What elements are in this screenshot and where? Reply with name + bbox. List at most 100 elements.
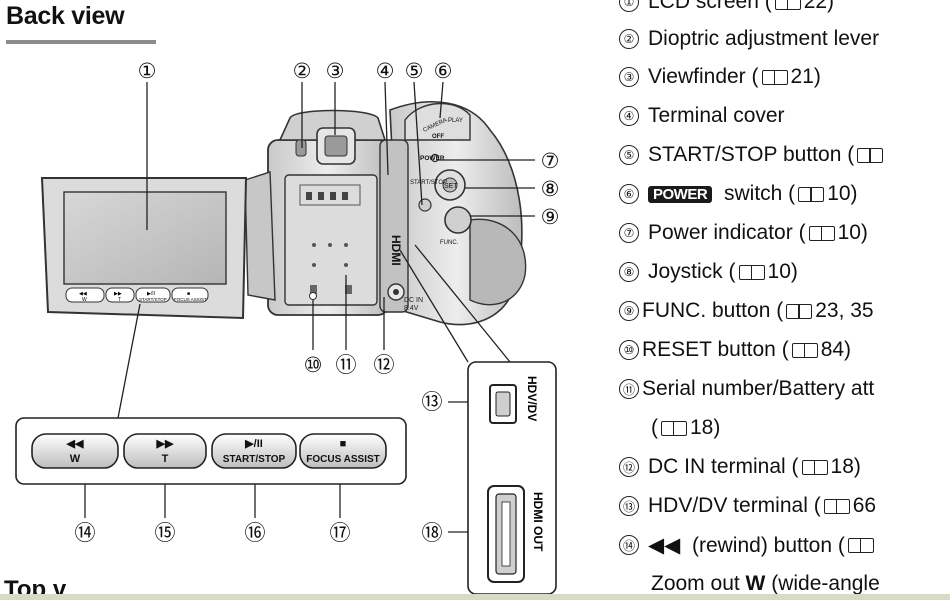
book-icon — [786, 303, 813, 319]
legend-text: Dioptric adjustment lever — [648, 27, 880, 50]
legend-text: Power indicator ( — [648, 221, 806, 244]
power-text: POWER — [420, 155, 445, 162]
legend-item-5: ⑤ START/STOP button ( — [619, 137, 886, 173]
legend-num: ⑥ — [619, 184, 639, 204]
hdmi-logo-text: HDMI — [389, 235, 403, 266]
zoom-w-symbol: ◀◀ — [66, 438, 84, 450]
legend-num: ⑭ — [619, 535, 639, 555]
lcd-focus-symbol: ■ — [187, 291, 190, 297]
callout-18: ⑱ — [422, 522, 443, 545]
callout-7: ⑦ — [541, 150, 560, 173]
callout-14: ⑭ — [75, 522, 96, 545]
lcd-startstop-symbol: ▶/II — [147, 291, 155, 297]
legend-item-7: ⑦ Power indicator ( 10) — [619, 215, 868, 251]
port-connector — [399, 244, 511, 363]
legend-text: switch ( — [718, 182, 796, 205]
legend-page: 18) — [690, 416, 721, 439]
book-icon — [661, 420, 687, 436]
callout-12: ⑫ — [374, 354, 395, 377]
off-mode-text: OFF — [432, 134, 444, 140]
book-icon — [808, 225, 835, 241]
legend-list: ① LCD screen (22) ② Dioptric adjustment … — [608, 0, 950, 600]
zoom-startstop-symbol: ▶/II — [244, 438, 263, 450]
callout-11: ⑪ — [336, 354, 357, 377]
legend-num: ⑬ — [619, 496, 639, 516]
callout-6: ⑥ — [434, 60, 453, 83]
next-section-heading: Top v — [4, 580, 74, 594]
legend-text: DC IN terminal ( — [648, 455, 799, 478]
legend-text: START/STOP button ( — [648, 143, 855, 166]
legend-num: ⑦ — [619, 223, 639, 243]
zoom-startstop-label: START/STOP — [223, 454, 286, 465]
zoom-t-symbol: ▶▶ — [156, 438, 174, 450]
legend-text: Joystick ( — [648, 260, 736, 283]
legend-num: ⑨ — [619, 301, 639, 321]
lcd-mini-buttons: ◀◀ W ▶▶ T ▶/II START/STOP ■ FOCUS ASSIST — [65, 287, 209, 303]
legend-item-14: ⑭ ◀◀ (rewind) button ( — [619, 527, 877, 563]
zoom-button-panel: ◀◀ W ▶▶ T ▶/II START/STOP ■ FOCUS ASSIST — [15, 417, 407, 485]
legend-text: FUNC. button ( — [642, 299, 784, 322]
set-text: SET — [444, 183, 458, 190]
legend-num: ⑧ — [619, 262, 639, 282]
legend-item-12: ⑫ DC IN terminal (18) — [619, 449, 861, 485]
legend-text: Zoom out — [651, 572, 746, 595]
legend-bold: W — [745, 572, 766, 595]
legend-text: HDV/DV terminal ( — [648, 494, 821, 517]
callout-16: ⑯ — [245, 522, 266, 545]
legend-num: ⑩ — [619, 340, 639, 360]
callout-10: ⑩ — [304, 354, 323, 377]
legend-tail: (wide-angle — [765, 572, 880, 595]
legend-item-8: ⑧ Joystick ( 10) — [619, 254, 798, 290]
legend-text: LCD screen ( — [648, 0, 772, 13]
zoom-t-label: T — [162, 453, 169, 465]
hdmi-out-port-label: HDMI OUT — [531, 492, 545, 552]
dc-in-text: DC IN — [404, 297, 423, 304]
legend-item-1: ① LCD screen (22) — [619, 0, 834, 20]
legend-item-13: ⑬ HDV/DV terminal ( 66 — [619, 488, 876, 524]
legend-num: ⑫ — [619, 457, 639, 477]
book-icon — [847, 537, 874, 553]
legend-text: Viewfinder ( — [648, 65, 759, 88]
legend-text: Terminal cover — [648, 104, 785, 127]
legend-item-2: ② Dioptric adjustment lever — [619, 21, 879, 57]
callout-numbers: ① ② ③ ④ ⑤ ⑥ ⑦ ⑧ ⑨ ⑩ ⑪ ⑫ ⑬ ⑭ ⑮ ⑯ ⑰ ⑱ — [75, 60, 560, 545]
legend-page: 10) — [767, 260, 798, 283]
legend-page: 10) — [837, 221, 868, 244]
legend-text: ( — [651, 416, 658, 439]
book-icon — [738, 264, 765, 280]
legend-item-11: ⑪ Serial number/Battery att — [619, 371, 874, 407]
book-icon — [774, 0, 801, 10]
legend-item-10: ⑩ RESET button (84) — [619, 332, 851, 368]
callout-9: ⑨ — [541, 206, 560, 229]
callout-3: ③ — [326, 60, 345, 83]
book-icon — [801, 459, 828, 475]
legend-num: ④ — [619, 106, 639, 126]
book-icon — [857, 147, 884, 163]
zoom-w-label: W — [70, 453, 81, 465]
legend-item-6: ⑥ POWER switch (10) — [619, 176, 858, 212]
next-section-heading-text: Top v — [4, 580, 67, 594]
legend-text: ◀◀ (rewind) button ( — [648, 533, 845, 557]
heading-underline — [6, 40, 156, 44]
book-icon — [798, 186, 825, 202]
callout-4: ④ — [376, 60, 395, 83]
lcd-panel: ◀◀ W ▶▶ T ▶/II START/STOP ■ FOCUS ASSIST — [40, 177, 248, 320]
callout-15: ⑮ — [155, 522, 176, 545]
lcd-w-symbol: ◀◀ — [79, 291, 87, 297]
legend-num: ① — [619, 0, 639, 12]
legend-item-14-cont: Zoom out W (wide-angle — [651, 566, 880, 602]
port-panel: HDV/DV HDMI OUT — [467, 361, 557, 595]
lcd-t-label: T — [118, 297, 121, 303]
lcd-t-symbol: ▶▶ — [114, 291, 122, 297]
legend-page: 84) — [820, 338, 852, 361]
camera-back-diagram: HDMI DC IN 8.4V SET POWER START/STOP FUN… — [15, 60, 560, 595]
lcd-startstop-label: START/STOP — [139, 297, 167, 302]
callout-8: ⑧ — [541, 178, 560, 201]
play-mode-text: PLAY — [448, 118, 463, 124]
hdv-dv-port-label: HDV/DV — [525, 376, 539, 421]
func-text: FUNC. — [440, 240, 459, 246]
legend-page: 10) — [827, 182, 858, 205]
dc-in-volt-text: 8.4V — [404, 305, 419, 312]
book-icon — [791, 342, 818, 358]
legend-page: 66 — [852, 494, 877, 517]
